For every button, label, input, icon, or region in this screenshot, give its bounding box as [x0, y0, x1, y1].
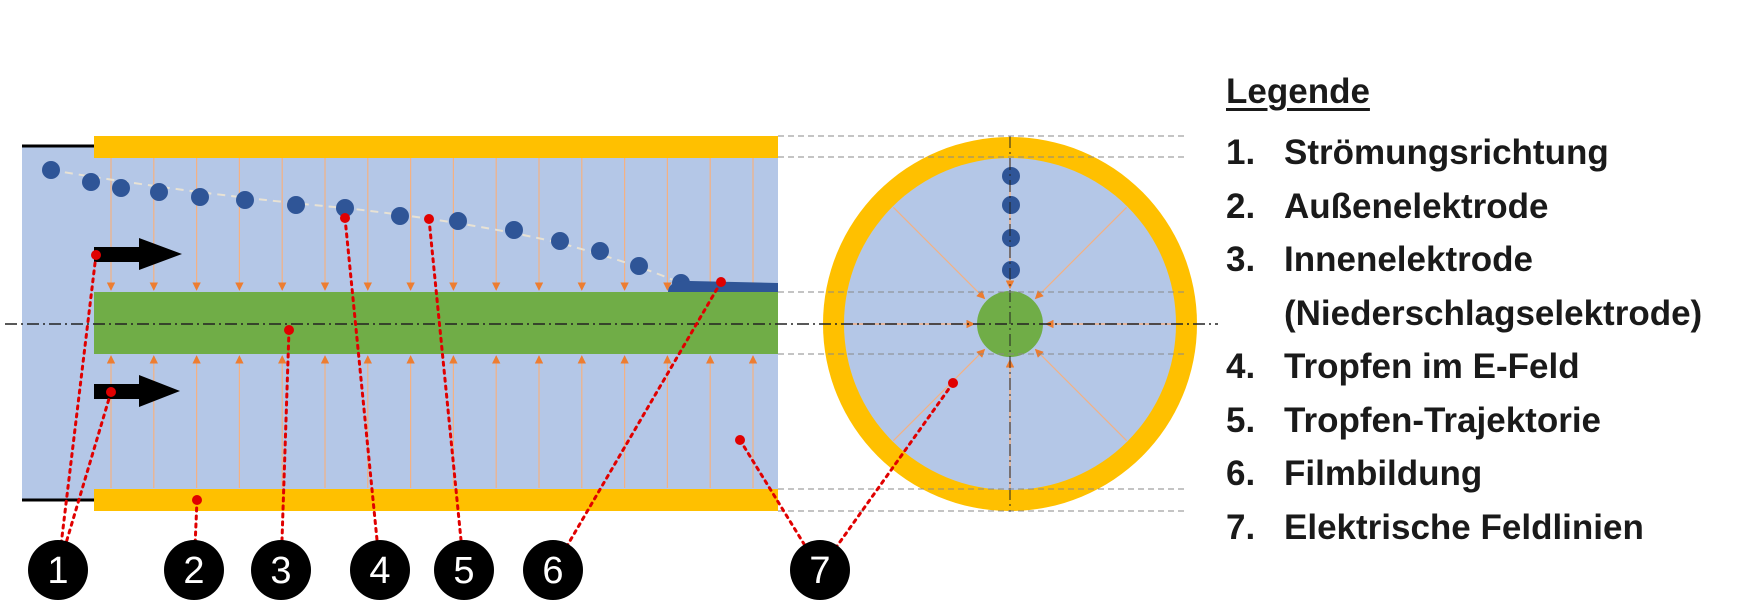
droplet-icon [591, 242, 609, 260]
legend-item-text: Filmbildung [1284, 454, 1483, 493]
field-line [1034, 348, 1128, 442]
marker-4: 4 [350, 540, 410, 600]
legend: Legende 1. Strömungsrichtung 2. Außenele… [1226, 72, 1731, 554]
droplet-trajectory [50, 169, 681, 284]
pointer-line [427, 217, 466, 572]
droplet-icon [287, 196, 305, 214]
pointer-dot [106, 387, 116, 397]
droplet-icon [191, 188, 209, 206]
legend-item: 5. Tropfen-Trajektorie [1226, 394, 1731, 448]
legend-item-number: 5. [1226, 400, 1256, 440]
legend-item-text: Tropfen im E-Feld [1284, 347, 1580, 386]
legend-item-number: 6. [1226, 454, 1256, 493]
pointer-dot [716, 277, 726, 287]
legend-item: 1. Strömungsrichtung [1226, 126, 1731, 180]
droplet-icon [336, 199, 354, 217]
droplet-icon [1002, 167, 1020, 185]
marker-3: 3 [251, 540, 311, 600]
legend-item-number: 4. [1226, 347, 1256, 386]
legend-item-number: 3. [1226, 240, 1256, 279]
flow-arrow-icon [94, 238, 182, 270]
marker-7-label: 7 [809, 550, 830, 592]
droplet-icon [1002, 261, 1020, 279]
droplet-icon [42, 161, 60, 179]
droplet-icon [236, 191, 254, 209]
marker-1: 1 [28, 540, 88, 600]
legend-item-number: 2. [1226, 186, 1256, 226]
legend-item-number: 7. [1226, 507, 1256, 547]
legend-item: 2. Außenelektrode [1226, 180, 1731, 234]
legend-title: Legende [1226, 72, 1370, 111]
pointer-line [56, 390, 113, 572]
droplet-icon [449, 212, 467, 230]
marker-4-label: 4 [369, 550, 390, 592]
marker-2: 2 [164, 540, 224, 600]
outer-electrode-bottom [94, 489, 778, 511]
pointer-dot [192, 495, 202, 505]
pointer-line [56, 253, 98, 572]
droplets-cross-section [1002, 167, 1020, 279]
droplet-icon [112, 179, 130, 197]
pointer-dot [340, 213, 350, 223]
marker-2-label: 2 [183, 550, 204, 592]
droplet-icon [82, 173, 100, 191]
field-line [892, 206, 986, 300]
pointer-dot [424, 214, 434, 224]
marker-1-label: 1 [47, 550, 68, 592]
legend-item-number: 1. [1226, 133, 1256, 172]
marker-3-label: 3 [270, 550, 291, 592]
field-line [892, 348, 986, 442]
pointer-line [551, 280, 723, 572]
pointer-line [818, 381, 955, 572]
marker-6-label: 6 [542, 550, 563, 592]
flow-arrow-icon [94, 375, 180, 407]
droplet-icon [1002, 196, 1020, 214]
legend-item-text: Strömungsrichtung [1284, 133, 1609, 172]
pointer-dot [284, 325, 294, 335]
outer-electrode-top [94, 136, 778, 158]
marker-5-label: 5 [453, 550, 474, 592]
legend-item-text: Elektrische Feldlinien [1284, 507, 1644, 547]
legend-item-text: Tropfen-Trajektorie [1284, 400, 1602, 440]
pointer-line [343, 216, 382, 572]
marker-6: 6 [523, 540, 583, 600]
legend-item: 3. Innenelektrode (Niederschlagselektrod… [1226, 233, 1731, 340]
legend-item-text: Außenelektrode [1284, 186, 1549, 226]
longitudinal-section [22, 136, 778, 511]
pointer-line [279, 328, 291, 572]
legend-item: 6. Filmbildung [1226, 447, 1731, 501]
droplet-icon [391, 207, 409, 225]
droplet-icon [505, 221, 523, 239]
projection-lines [778, 135, 1185, 512]
marker-5: 5 [434, 540, 494, 600]
field-lines-longitudinal [106, 158, 758, 488]
marker-7: 7 [790, 540, 850, 600]
droplet-icon [1002, 229, 1020, 247]
droplet-icon [551, 232, 569, 250]
legend-item: 4. Tropfen im E-Feld [1226, 340, 1731, 394]
axis-lines [5, 136, 1218, 512]
pointer-dot [948, 378, 958, 388]
legend-item-text: Innenelektrode (Niederschlagselektrode) [1284, 240, 1703, 333]
pointer-dot [91, 250, 101, 260]
droplet-icon [150, 183, 168, 201]
pointer-dot [735, 435, 745, 445]
legend-item: 7. Elektrische Feldlinien [1226, 501, 1731, 555]
field-line [1034, 206, 1128, 300]
droplet-icon [630, 257, 648, 275]
